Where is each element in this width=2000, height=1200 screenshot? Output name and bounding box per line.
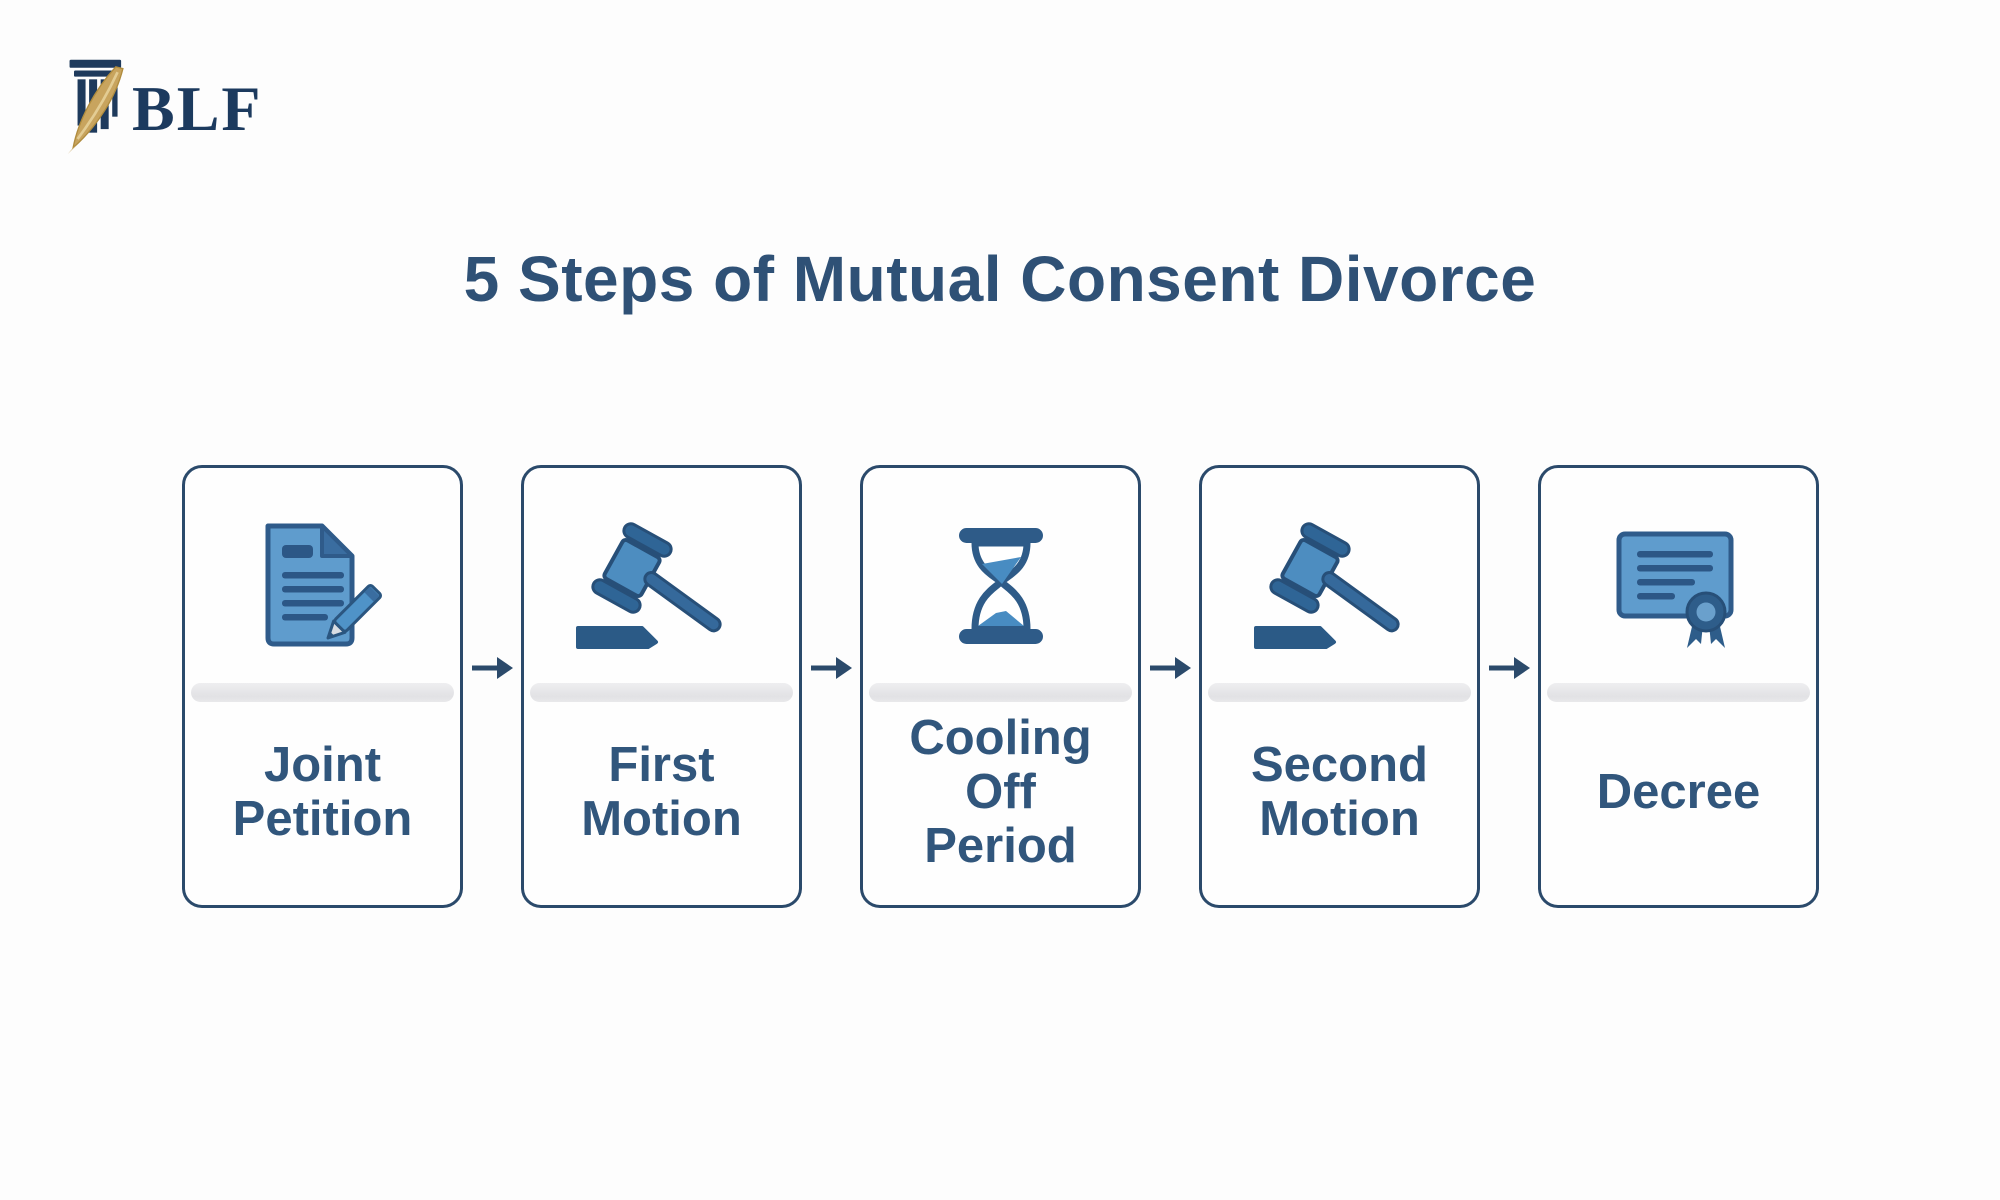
card-divider: [1208, 683, 1471, 702]
steps-flow: Joint Petition: [182, 465, 1819, 908]
arrow-right-icon: [1150, 657, 1191, 679]
flow-connector: [802, 465, 860, 685]
arrow-right-icon: [811, 657, 852, 679]
card-divider: [530, 683, 793, 702]
step-card-cooling-off-period: Cooling Off Period: [860, 465, 1141, 908]
card-divider: [869, 683, 1132, 702]
gavel-icon: [1253, 522, 1400, 649]
step-card-joint-petition: Joint Petition: [182, 465, 463, 908]
step-icon-area: [1541, 468, 1816, 680]
arrow-right-icon: [1489, 657, 1530, 679]
logo-text: BLF: [132, 73, 263, 144]
flow-connector: [1480, 465, 1538, 685]
step-label: Decree: [1596, 764, 1761, 819]
step-label: Joint Petition: [232, 737, 413, 846]
step-card-decree: Decree: [1538, 465, 1819, 908]
flow-connector: [463, 465, 521, 685]
arrow-right-icon: [472, 657, 513, 679]
logo: BLF: [66, 55, 262, 157]
document-pencil-icon: [265, 523, 382, 647]
hourglass-icon: [958, 528, 1043, 644]
step-icon-area: [1202, 468, 1477, 680]
step-icon-area: [185, 468, 460, 680]
flow-connector: [1141, 465, 1199, 685]
pillar-quill-icon: [67, 59, 124, 154]
step-label: Cooling Off Period: [909, 710, 1092, 873]
step-card-second-motion: Second Motion: [1199, 465, 1480, 908]
certificate-icon: [1616, 531, 1733, 648]
step-label: First Motion: [581, 737, 742, 846]
step-icon-area: [524, 468, 799, 680]
card-divider: [191, 683, 454, 702]
card-divider: [1547, 683, 1810, 702]
step-card-first-motion: First Motion: [521, 465, 802, 908]
gavel-icon: [575, 522, 722, 649]
page-title: 5 Steps of Mutual Consent Divorce: [463, 243, 1537, 315]
step-label: Second Motion: [1251, 737, 1428, 846]
step-icon-area: [863, 468, 1138, 680]
